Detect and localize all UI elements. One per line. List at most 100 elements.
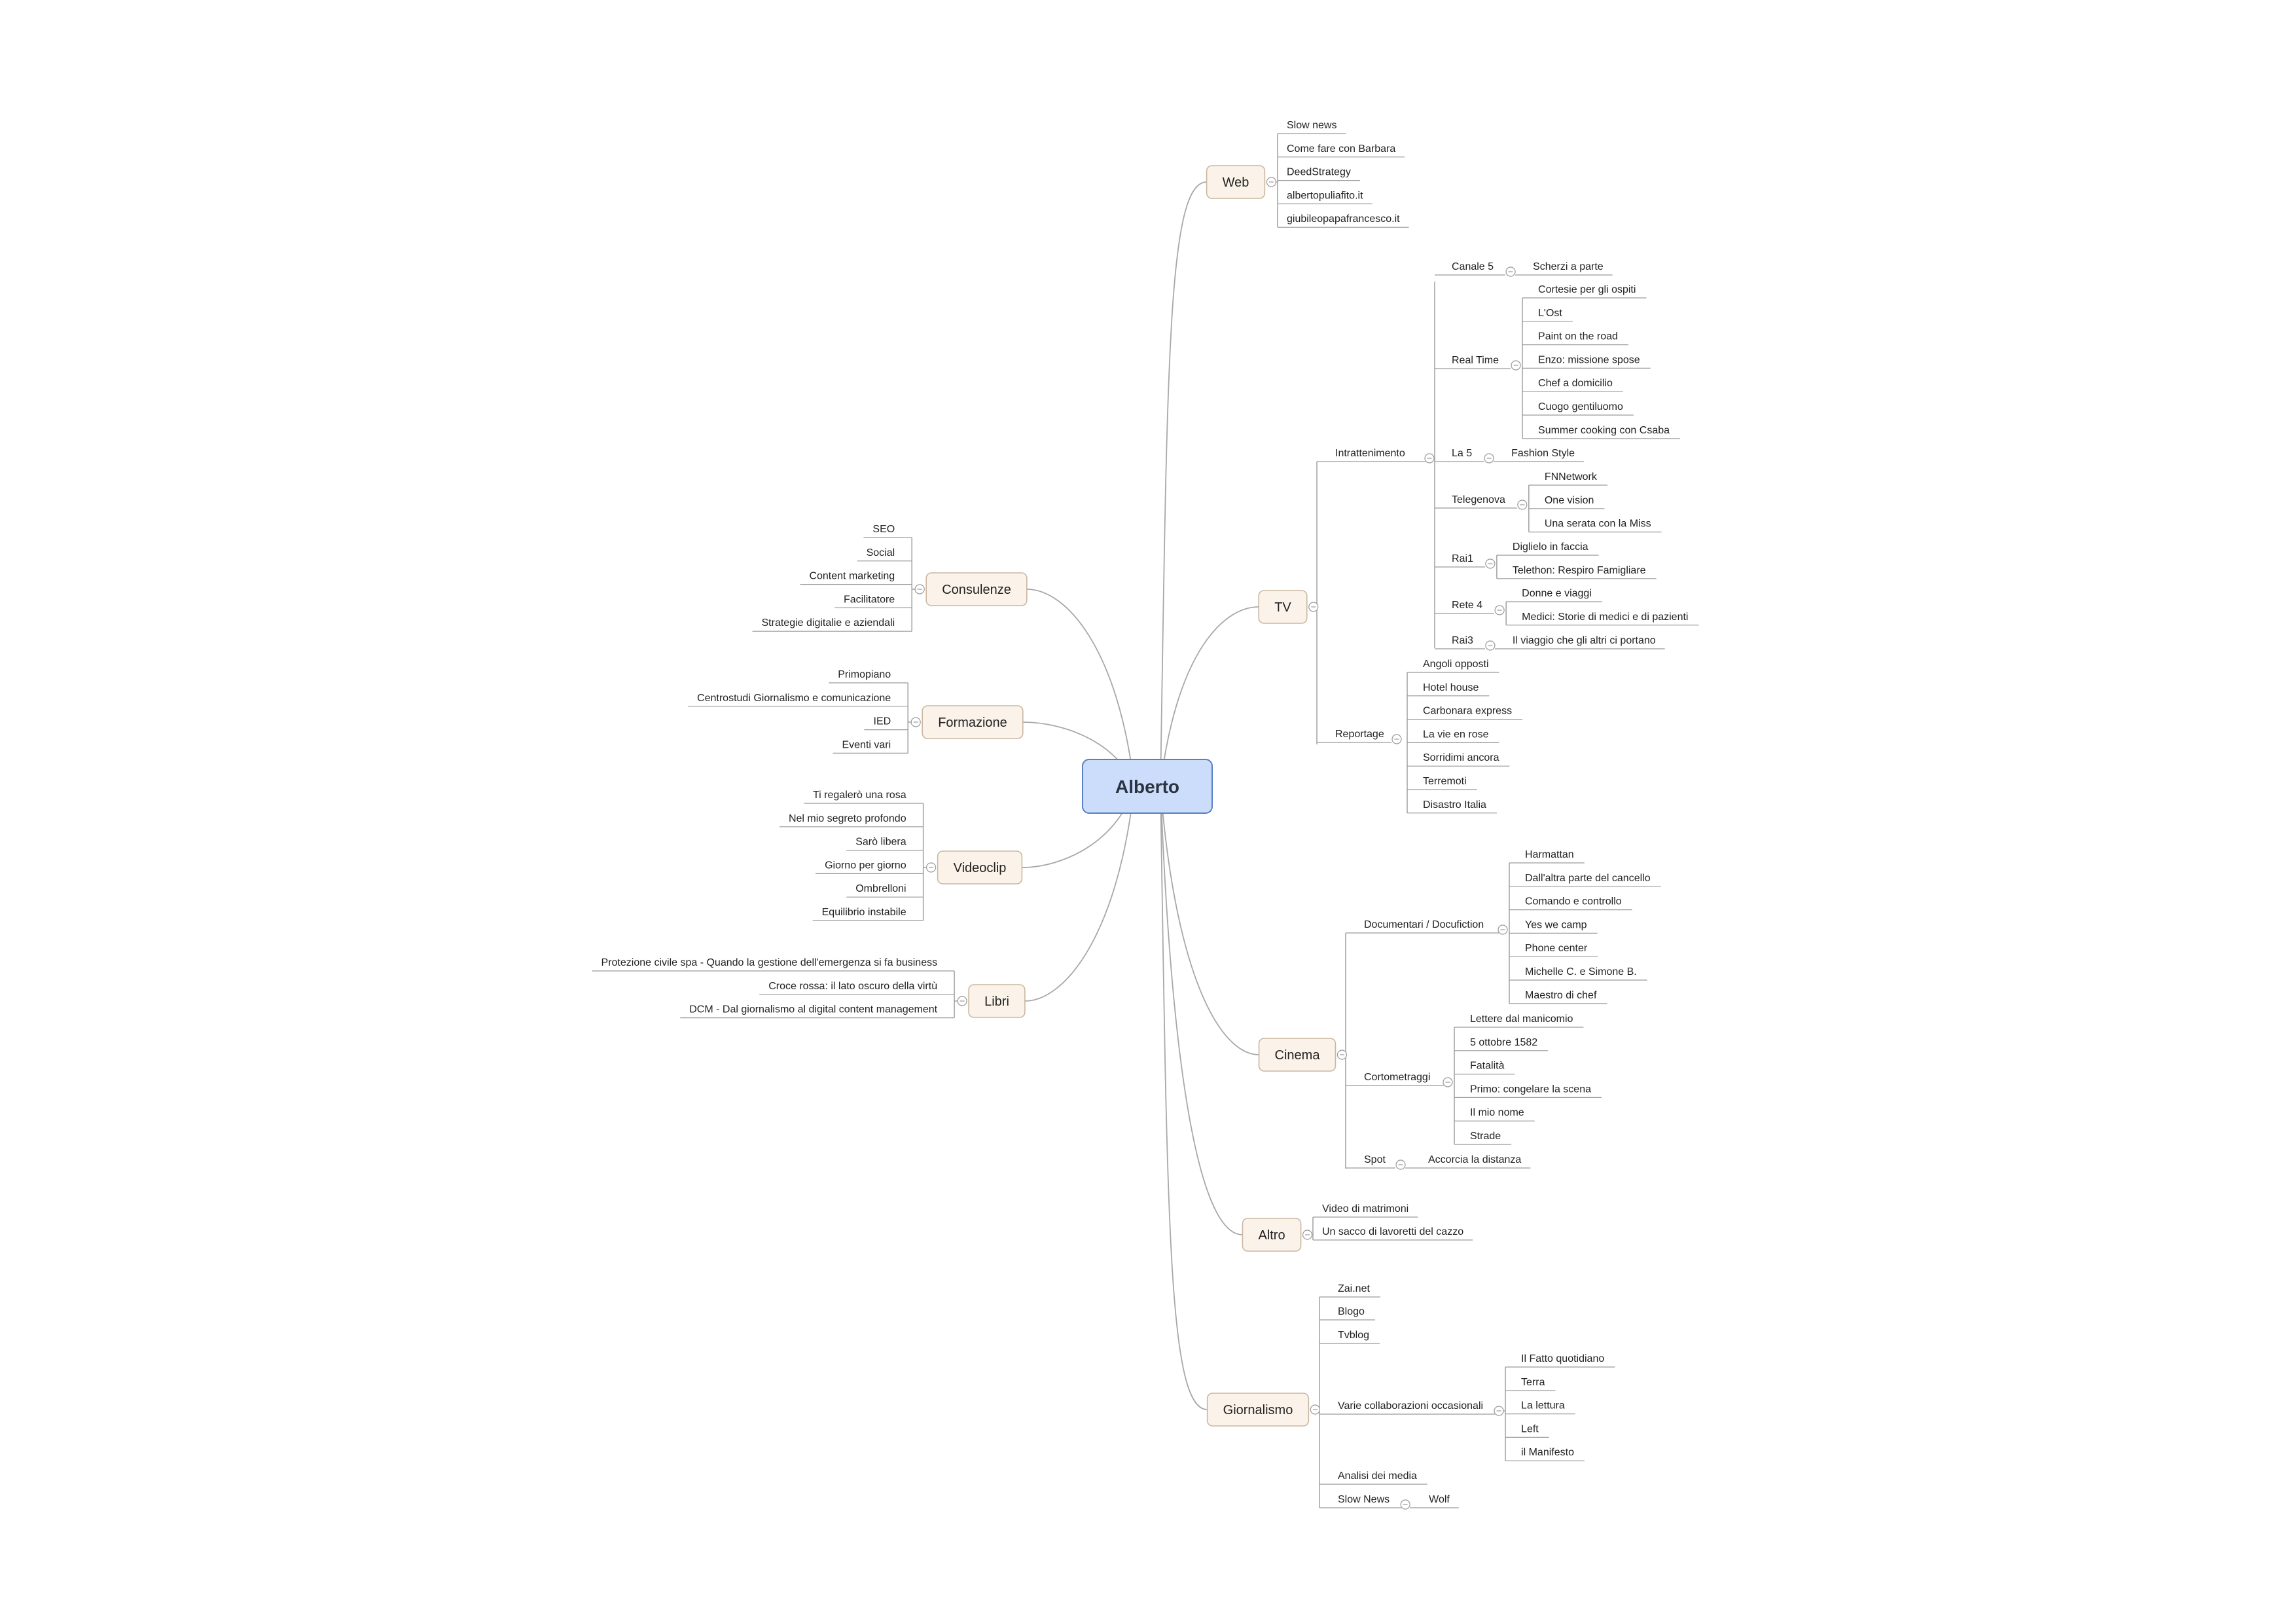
topic-one-vision[interactable]: One vision [1545,495,1594,506]
topic-saro-libera[interactable]: Sarò libera [855,837,906,848]
collapse-toggle-icon[interactable] [1400,1499,1410,1510]
collapse-toggle-icon[interactable] [1395,1159,1406,1170]
topic-summer-cooking-con-csaba[interactable]: Summer cooking con Csaba [1538,425,1670,436]
topic-yes-we-camp[interactable]: Yes we camp [1525,919,1587,930]
topic-angoli-opposti[interactable]: Angoli opposti [1423,659,1489,670]
topic-giorno-per-giorno[interactable]: Giorno per giorno [825,860,906,871]
collapse-toggle-icon[interactable] [1517,500,1528,510]
topic-protezione-civile-spa-quando-la-gestione[interactable]: Protezione civile spa - Quando la gestio… [601,957,938,968]
topic-rai3[interactable]: Rai3 [1452,635,1473,646]
topic-terra[interactable]: Terra [1521,1377,1545,1388]
topic-fashion-style[interactable]: Fashion Style [1511,448,1575,459]
branch-formazione[interactable]: Formazione [922,705,1024,739]
topic-telethon-respiro-famigliare[interactable]: Telethon: Respiro Famigliare [1513,565,1646,576]
topic-il-fatto-quotidiano[interactable]: Il Fatto quotidiano [1521,1353,1604,1364]
branch-altro[interactable]: Altro [1242,1218,1302,1252]
topic-disastro-italia[interactable]: Disastro Italia [1423,799,1486,811]
collapse-toggle-icon[interactable] [1498,924,1508,935]
central-topic[interactable]: Alberto [1082,759,1213,814]
topic-varie-collaborazioni-occasionali[interactable]: Varie collaborazioni occasionali [1338,1400,1483,1412]
topic-slow-news[interactable]: Slow news [1287,120,1336,131]
topic-eventi-vari[interactable]: Eventi vari [842,739,891,750]
collapse-toggle-icon[interactable] [1310,1404,1320,1415]
topic-tvblog[interactable]: Tvblog [1338,1330,1369,1341]
topic-michelle-c-e-simone-b[interactable]: Michelle C. e Simone B. [1525,966,1637,977]
topic-fatalita[interactable]: Fatalità [1470,1061,1505,1072]
topic-wolf[interactable]: Wolf [1429,1494,1450,1505]
topic-fnnetwork[interactable]: FNNetwork [1545,471,1598,483]
topic-albertopuliafito-it[interactable]: albertopuliafito.it [1287,190,1363,201]
topic-chef-a-domicilio[interactable]: Chef a domicilio [1538,378,1613,389]
topic-il-manifesto[interactable]: il Manifesto [1521,1447,1574,1458]
branch-giornalismo[interactable]: Giornalismo [1206,1393,1310,1427]
collapse-toggle-icon[interactable] [1484,453,1494,464]
topic-sorridimi-ancora[interactable]: Sorridimi ancora [1423,752,1499,763]
topic-l-ost[interactable]: L'Ost [1538,308,1562,319]
topic-cuogo-gentiluomo[interactable]: Cuogo gentiluomo [1538,401,1623,412]
branch-videoclip[interactable]: Videoclip [937,850,1023,884]
topic-deedstrategy[interactable]: DeedStrategy [1287,167,1351,178]
collapse-toggle-icon[interactable] [1505,266,1516,277]
topic-ied[interactable]: IED [874,716,891,727]
topic-come-fare-con-barbara[interactable]: Come fare con Barbara [1287,143,1395,155]
collapse-toggle-icon[interactable] [1308,602,1319,612]
topic-spot[interactable]: Spot [1364,1154,1386,1165]
topic-la-lettura[interactable]: La lettura [1521,1400,1565,1412]
topic-maestro-di-chef[interactable]: Maestro di chef [1525,990,1597,1001]
topic-seo[interactable]: SEO [872,524,895,535]
topic-telegenova[interactable]: Telegenova [1452,494,1505,505]
topic-analisi-dei-media[interactable]: Analisi dei media [1338,1470,1417,1482]
topic-cortometraggi[interactable]: Cortometraggi [1364,1072,1430,1083]
collapse-toggle-icon[interactable] [1424,453,1435,464]
collapse-toggle-icon[interactable] [1485,640,1496,651]
branch-cinema[interactable]: Cinema [1258,1038,1336,1072]
topic-reportage[interactable]: Reportage [1335,729,1384,740]
collapse-toggle-icon[interactable] [1391,734,1402,744]
topic-paint-on-the-road[interactable]: Paint on the road [1538,331,1618,342]
topic-ombrelloni[interactable]: Ombrelloni [855,883,906,894]
topic-enzo-missione-spose[interactable]: Enzo: missione spose [1538,354,1640,365]
topic-left[interactable]: Left [1521,1423,1539,1434]
topic-intrattenimento[interactable]: Intrattenimento [1335,448,1405,459]
topic-harmattan[interactable]: Harmattan [1525,849,1574,860]
topic-nel-mio-segreto-profondo[interactable]: Nel mio segreto profondo [789,813,906,824]
topic-centrostudi-giornalismo-e-comunicazione[interactable]: Centrostudi Giornalismo e comunicazione [697,693,891,704]
topic-rete-4[interactable]: Rete 4 [1452,600,1482,611]
collapse-toggle-icon[interactable] [1266,177,1276,187]
topic-social[interactable]: Social [867,547,895,558]
collapse-toggle-icon[interactable] [1511,360,1521,371]
topic-real-time[interactable]: Real Time [1452,355,1499,366]
collapse-toggle-icon[interactable] [1485,558,1496,569]
topic-strade[interactable]: Strade [1470,1131,1501,1142]
collapse-toggle-icon[interactable] [1494,1406,1504,1416]
topic-canale-5[interactable]: Canale 5 [1452,261,1494,272]
topic-5-ottobre-1582[interactable]: 5 ottobre 1582 [1470,1037,1537,1048]
topic-carbonara-express[interactable]: Carbonara express [1423,706,1512,717]
topic-accorcia-la-distanza[interactable]: Accorcia la distanza [1428,1154,1521,1165]
collapse-toggle-icon[interactable] [957,996,967,1006]
topic-il-mio-nome[interactable]: Il mio nome [1470,1107,1524,1118]
topic-una-serata-con-la-miss[interactable]: Una serata con la Miss [1545,519,1651,530]
collapse-toggle-icon[interactable] [910,717,921,727]
topic-primo-congelare-la-scena[interactable]: Primo: congelare la scena [1470,1084,1591,1095]
collapse-toggle-icon[interactable] [925,862,937,873]
topic-medici-storie-di-medici-e-di-pazienti[interactable]: Medici: Storie di medici e di pazienti [1522,611,1688,623]
topic-dall-altra-parte-del-cancello[interactable]: Dall'altra parte del cancello [1525,873,1651,884]
topic-slow-news[interactable]: Slow News [1338,1494,1390,1505]
topic-dcm-dal-giornalismo-al-digital-content-m[interactable]: DCM - Dal giornalismo al digital content… [689,1004,937,1015]
topic-strategie-digitalie-e-aziendali[interactable]: Strategie digitalie e aziendali [762,617,895,629]
topic-zai-net[interactable]: Zai.net [1338,1283,1370,1294]
collapse-toggle-icon[interactable] [1443,1077,1453,1087]
topic-la-5[interactable]: La 5 [1452,448,1472,459]
topic-rai1[interactable]: Rai1 [1452,553,1473,564]
branch-web[interactable]: Web [1206,165,1266,199]
topic-lettere-dal-manicomio[interactable]: Lettere dal manicomio [1470,1013,1573,1025]
topic-cortesie-per-gli-ospiti[interactable]: Cortesie per gli ospiti [1538,284,1636,295]
topic-donne-e-viaggi[interactable]: Donne e viaggi [1522,588,1592,599]
topic-equilibrio-instabile[interactable]: Equilibrio instabile [822,907,906,918]
topic-diglielo-in-faccia[interactable]: Diglielo in faccia [1513,541,1588,553]
topic-croce-rossa-il-lato-oscuro-della-virtu[interactable]: Croce rossa: il lato oscuro della virtù [768,981,937,992]
topic-il-viaggio-che-gli-altri-ci-portano[interactable]: Il viaggio che gli altri ci portano [1513,635,1656,646]
topic-ti-regalero-una-rosa[interactable]: Ti regalerò una rosa [813,790,906,801]
topic-content-marketing[interactable]: Content marketing [809,571,895,582]
